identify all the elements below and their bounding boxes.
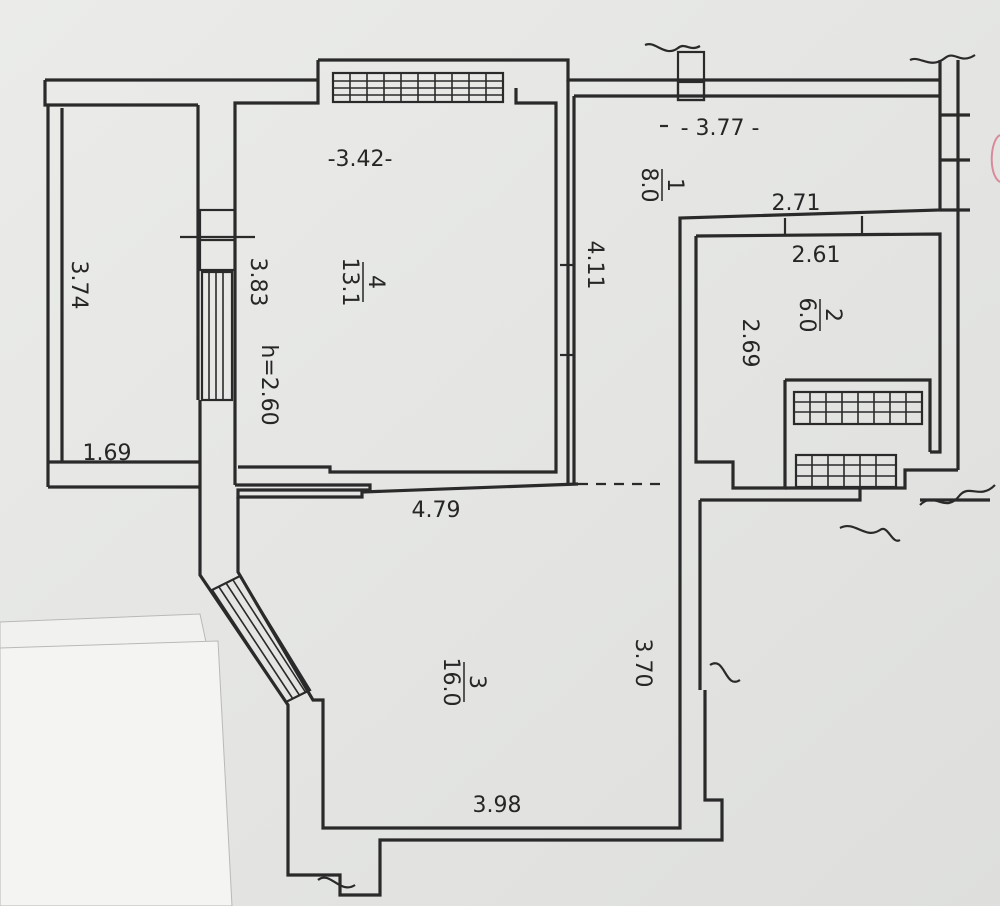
- window-top: [331, 71, 505, 104]
- room-4-number: 4: [363, 275, 388, 289]
- room-1-area: 8.0: [636, 168, 661, 203]
- room-3-number: 3: [464, 675, 489, 689]
- room-label-2: 2 6.0: [794, 298, 845, 333]
- paper-sheet: [0, 613, 233, 906]
- dim-room2-outer-width: 2.71: [772, 191, 821, 216]
- room-4-walls: [196, 58, 940, 499]
- stamp-edge: [990, 134, 1000, 183]
- balcony-door: [180, 208, 255, 402]
- balcony: [43, 78, 318, 489]
- ceiling-height: h=2.60: [256, 344, 281, 425]
- dim-room3-top: 4.79: [412, 498, 461, 523]
- dim-room2-width: 2.61: [792, 243, 841, 268]
- room-4-area: 13.1: [337, 258, 362, 307]
- dim-room4-width: -3.42-: [328, 147, 393, 172]
- room-2-number: 2: [820, 308, 845, 322]
- dim-room3-bottom: 3.98: [473, 793, 522, 818]
- dim-room4-length: 3.83: [245, 258, 270, 307]
- dim-balcony-width: 1.69: [83, 441, 132, 466]
- room-label-3: 3 16.0: [438, 658, 489, 707]
- dim-room4-side: 4.11: [582, 241, 607, 290]
- dim-room3-side: 3.70: [630, 639, 655, 688]
- room-label-4: 4 13.1: [337, 258, 388, 307]
- dim-corridor-width: - 3.77 -: [681, 116, 760, 141]
- room-1-number: 1: [662, 178, 687, 192]
- right-walls: [678, 60, 990, 690]
- dim-room2-length: 2.69: [737, 319, 762, 368]
- radiator-upper: [792, 390, 924, 426]
- radiator-lower: [794, 453, 898, 489]
- room-3-area: 16.0: [438, 658, 463, 707]
- break-marks: [317, 43, 996, 889]
- room-2-area: 6.0: [794, 298, 819, 333]
- room-label-1: 1 8.0: [636, 168, 687, 203]
- window-slanted: [210, 574, 312, 704]
- entrance-pillar: [660, 50, 706, 128]
- dim-balcony-length: 3.74: [66, 261, 91, 310]
